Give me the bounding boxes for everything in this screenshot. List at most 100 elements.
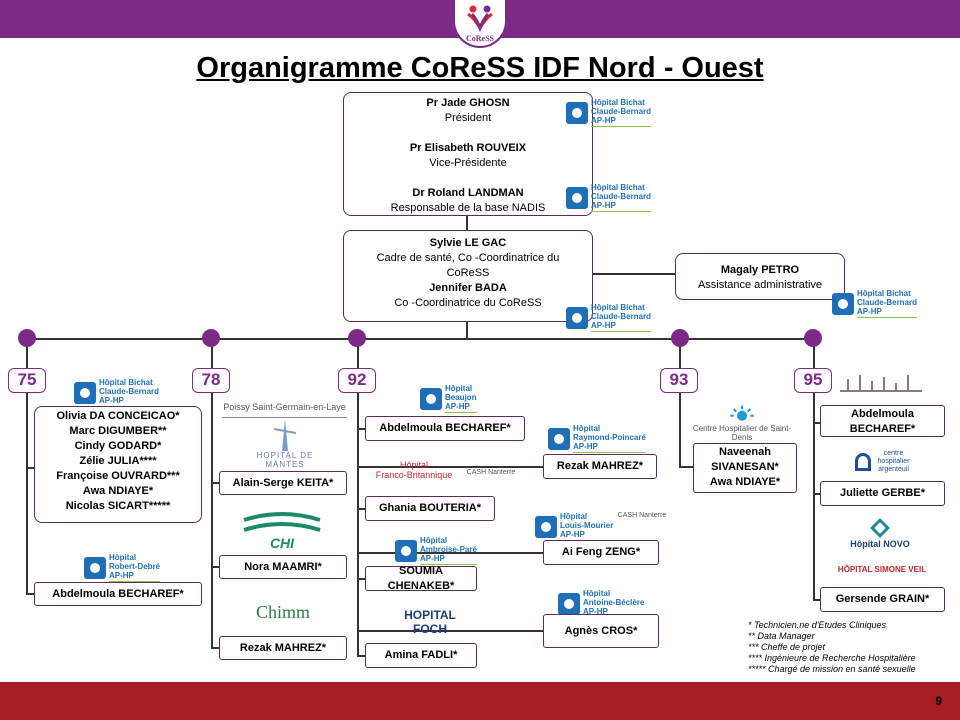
president-role: Président [444, 112, 492, 124]
member: Awa NDIAYE* [709, 476, 781, 488]
simone-veil-logo: HÔPITAL SIMONE VEIL [837, 564, 927, 574]
tower-icon [274, 419, 296, 451]
branch-dot [202, 329, 220, 347]
member: Awa NDIAYE* [82, 485, 154, 497]
dept-92: 92 [338, 368, 376, 393]
dept-92-member-box: Ghania BOUTERIA* [365, 496, 495, 521]
beaujon-logo: Hôpital Beaujon AP-HP [420, 384, 477, 413]
logo-text: CoReSS [465, 34, 494, 43]
bichat-logo: Hôpital Bichat Claude-Bernard AP-HP [832, 289, 918, 318]
hospital-icon [420, 387, 442, 410]
dept-93-team: Naveenah SIVANESAN* Awa NDIAYE* [693, 443, 797, 493]
connector [593, 273, 675, 275]
coordinator-1-role: Cadre de santé, Co -Coordinatrice du CoR… [376, 252, 560, 279]
bichat-logo: Hôpital Bichat Claude-Bernard AP-HP [566, 303, 652, 332]
coordination-box: Sylvie LE GAC Cadre de santé, Co -Coordi… [343, 230, 593, 322]
dept-92-member-box: Abdelmoula BECHAREF* [365, 416, 525, 441]
coress-logo-icon [467, 5, 493, 33]
member: Marc DIGUMBER** [69, 425, 167, 437]
foch-logo: HOPITAL FOCH [404, 608, 456, 636]
connector [813, 338, 815, 600]
member: Nicolas SICART***** [65, 500, 171, 512]
hospital-icon [395, 539, 417, 562]
mantes-logo: HOPITAL DE MANTES [250, 418, 320, 470]
building-icon [840, 375, 922, 392]
coordinator-1-name: Sylvie LE GAC [429, 237, 507, 249]
dept-78-member-box: Alain-Serge KEITA* [219, 471, 347, 495]
novo-logo: Hôpital NOVO [850, 516, 910, 554]
connector [211, 338, 213, 648]
hospital-icon [548, 427, 570, 450]
dept-95: 95 [794, 368, 832, 393]
cash-nanterre-logo: CASH Nanterre [466, 468, 516, 476]
connector [26, 467, 34, 469]
page-title: Organigramme CoReSS IDF Nord - Ouest [196, 52, 764, 84]
legend-item: * Technicien.ne d'Etudes Cliniques [748, 620, 886, 630]
connector [357, 630, 543, 632]
connector [26, 593, 34, 595]
coordinator-2-name: Jennifer BADA [429, 282, 507, 294]
connector [466, 322, 468, 338]
dept-75: 75 [8, 368, 46, 393]
member: SIVANESAN* [711, 461, 779, 473]
chi-logo-icon: CHI [243, 512, 321, 551]
dept-92-member-box: SOUMIA CHENAKEB* [365, 565, 477, 592]
connector [679, 338, 681, 466]
connector [357, 552, 543, 554]
connector [813, 599, 820, 601]
legend-item: ***** Chargé de mission en santé sexuell… [748, 664, 916, 674]
argenteuil-icon [854, 453, 871, 471]
member: Naveenah [719, 446, 771, 458]
dept-92-member-box: Rezak MAHREZ* [543, 454, 657, 479]
hospital-icon [566, 186, 588, 209]
branch-dot [671, 329, 689, 347]
hospital-icon [566, 306, 588, 329]
saint-denis-icon [730, 405, 754, 421]
dept-78-member-box: Nora MAAMRI* [219, 555, 347, 579]
page-number: 9 [935, 694, 942, 708]
connector [813, 493, 820, 495]
dept-93: 93 [660, 368, 698, 393]
dept-95-member-box: Abdelmoula BECHAREF* [820, 405, 945, 437]
connector [813, 422, 820, 424]
saint-denis-logo: Centre Hospitalier de Saint-Denis [684, 404, 800, 442]
coordinator-2-role: Co -Coordinatrice du CoReSS [394, 297, 542, 309]
connector [357, 466, 543, 468]
dept-95-member-box: Juliette GERBE* [820, 481, 945, 506]
nadis-manager-role: Responsable de la base NADIS [390, 202, 546, 214]
antoine-beclere-logo: Hôpital Antoine-Béclère AP-HP [558, 589, 645, 618]
raymond-poincare-logo: Hôpital Raymond-Poincaré AP-HP [548, 424, 646, 453]
connector [211, 566, 219, 568]
connector [357, 655, 365, 657]
connector [211, 647, 219, 649]
dept-78: 78 [192, 368, 230, 393]
member: Zélie JULIA**** [79, 455, 157, 467]
louis-mourier-logo: Hôpital Louis-Mourier AP-HP [535, 512, 614, 541]
assistant-box: Magaly PETRO Assistance administrative [675, 253, 845, 300]
poissy-logo: Poissy Saint-Germain-en-Laye [222, 396, 347, 418]
hospital-icon [84, 556, 106, 579]
connector [26, 338, 28, 593]
legend-item: ** Data Manager [748, 631, 815, 641]
coress-logo: CoReSS [453, 0, 507, 48]
branch-dot [804, 329, 822, 347]
member: Cindy GODARD* [74, 440, 162, 452]
robert-debre-logo: Hôpital Robert-Debré AP-HP [84, 553, 161, 582]
dept-78-member-box: Rezak MAHREZ* [219, 636, 347, 660]
connector [211, 482, 219, 484]
dept-95-member-box: Gersende GRAIN* [820, 587, 945, 612]
argenteuil-logo: centre hospitalier argenteuil [854, 448, 914, 476]
cash-nanterre-logo: CASH Nanterre [617, 511, 667, 519]
vice-president-name: Pr Elisabeth ROUVEIX [409, 142, 527, 154]
franco-britannique-logo: Hôpital Franco-Britannique [375, 460, 453, 480]
connector [357, 578, 365, 580]
centre-hospitalier-logo [838, 370, 924, 398]
connector [26, 338, 814, 340]
hospital-icon [832, 292, 854, 315]
hospital-icon [558, 592, 580, 615]
bichat-logo: Hôpital Bichat Claude-Bernard AP-HP [566, 183, 652, 212]
footer-band: 9 [0, 682, 960, 720]
branch-dot [18, 329, 36, 347]
ambroise-pare-logo: Hôpital Ambroise-Paré AP-HP [395, 536, 477, 565]
member: Françoise OUVRARD*** [56, 470, 180, 482]
